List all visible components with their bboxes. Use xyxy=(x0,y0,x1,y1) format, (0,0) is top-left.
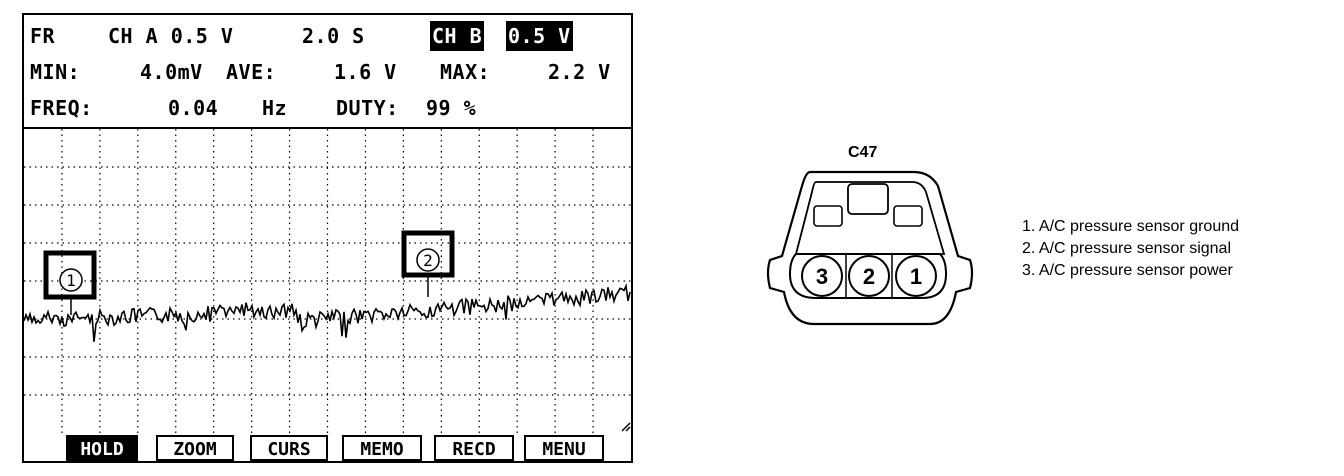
ave-value: 1.6 V xyxy=(334,60,397,84)
oscilloscope-screen: FR CH A 0.5 V 2.0 S CH B 0.5 V MIN: 4.0m… xyxy=(22,13,633,463)
connector-drawing: 3 2 1 xyxy=(766,170,974,326)
timebase-setting: 2.0 S xyxy=(302,24,365,48)
mode-label: FR xyxy=(30,24,56,48)
softkey-memo[interactable]: MEMO xyxy=(342,435,422,461)
min-label: MIN: xyxy=(30,60,81,84)
marker-1-circle xyxy=(59,268,83,292)
connector-diagram: C47 3 2 1 xyxy=(760,140,980,340)
freq-label: FREQ: xyxy=(30,96,93,120)
resize-corner xyxy=(621,422,631,432)
marker-2: 2 xyxy=(401,230,455,297)
softkey-recd[interactable]: RECD xyxy=(434,435,514,461)
waveform-plot: 1 2 xyxy=(24,129,631,433)
freq-value: 0.04 xyxy=(168,96,219,120)
freq-unit: Hz xyxy=(262,96,288,120)
legend-item-ground: 1. A/C pressure sensor ground xyxy=(1022,218,1240,235)
ave-label: AVE: xyxy=(226,60,277,84)
marker-2-circle xyxy=(416,248,440,272)
connector-label: C47 xyxy=(848,144,878,161)
channel-b-label: CH B xyxy=(430,21,485,51)
softkey-menu[interactable]: MENU xyxy=(524,435,604,461)
max-value: 2.2 V xyxy=(548,60,611,84)
softkey-zoom[interactable]: ZOOM xyxy=(156,435,234,461)
min-value: 4.0mV xyxy=(140,60,203,84)
pin-1 xyxy=(895,255,937,297)
marker-1-number: 1 xyxy=(66,271,76,290)
marker-1-box xyxy=(43,250,97,300)
header-divider xyxy=(24,127,631,129)
softkey-hold[interactable]: HOLD xyxy=(66,435,138,461)
pin-legend: 1. A/C pressure sensor ground 2. A/C pre… xyxy=(1022,216,1239,282)
connector-key-right xyxy=(893,205,923,227)
marker-1: 1 xyxy=(43,250,97,315)
marker-2-number: 2 xyxy=(423,251,433,270)
connector-inner-outline xyxy=(794,181,946,255)
legend-item-signal: 2. A/C pressure sensor signal xyxy=(1022,240,1231,257)
connector-latch xyxy=(847,183,889,215)
pin-3-label: 3 xyxy=(816,264,828,289)
duty-label: DUTY: xyxy=(336,96,399,120)
channel-b-setting: 0.5 V xyxy=(506,21,573,51)
pin-2-label: 2 xyxy=(863,264,875,289)
waveform-trace xyxy=(24,283,631,342)
duty-value: 99 % xyxy=(426,96,477,120)
plot-grid xyxy=(24,129,631,433)
softkey-curs[interactable]: CURS xyxy=(250,435,328,461)
scope-row-freq-duty: FREQ: 0.04 Hz DUTY: 99 % xyxy=(30,93,630,123)
pin-1-label: 1 xyxy=(910,264,922,289)
pin-2 xyxy=(848,255,890,297)
connector-key-left xyxy=(813,205,843,227)
scope-row-channel-settings: FR CH A 0.5 V 2.0 S CH B 0.5 V xyxy=(30,21,630,51)
scope-row-min-ave-max: MIN: 4.0mV AVE: 1.6 V MAX: 2.2 V xyxy=(30,57,630,87)
pin-3 xyxy=(801,255,843,297)
legend-item-power: 3. A/C pressure sensor power xyxy=(1022,262,1233,279)
max-label: MAX: xyxy=(440,60,491,84)
channel-a-setting: CH A 0.5 V xyxy=(108,24,234,48)
